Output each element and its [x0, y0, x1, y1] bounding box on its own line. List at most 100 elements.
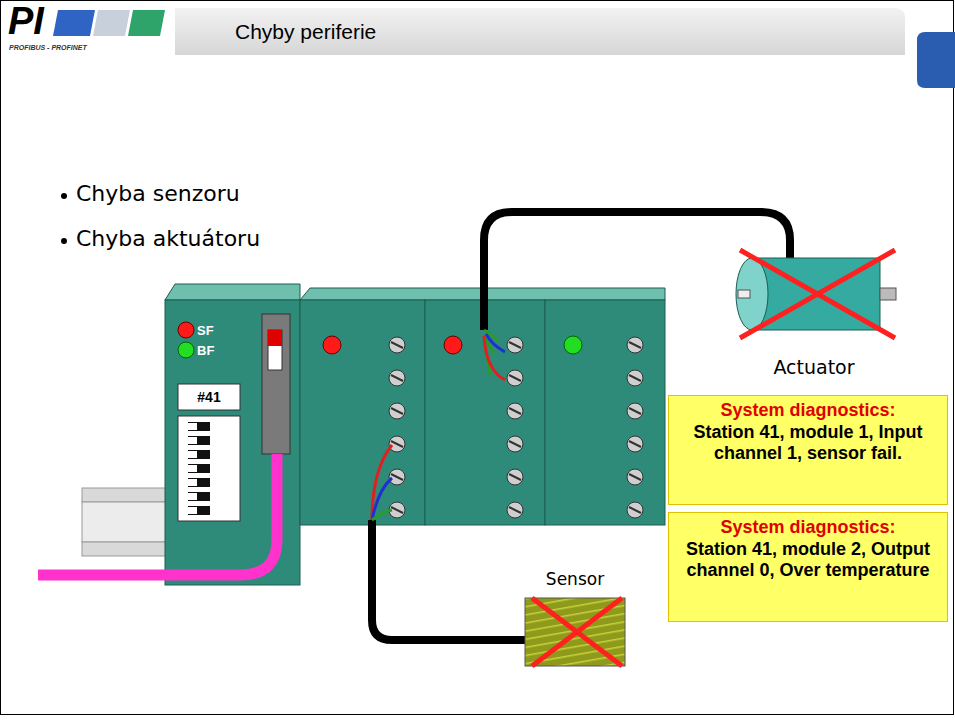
din-rail	[82, 542, 172, 556]
dip-switch	[188, 423, 197, 430]
station-modules	[545, 300, 665, 525]
screw-terminals	[391, 342, 403, 348]
station-modules	[300, 300, 425, 525]
bullet-dot	[61, 238, 67, 244]
actuator-wire	[484, 212, 790, 330]
screw-terminals	[627, 403, 643, 419]
led-label: BF	[197, 343, 214, 358]
screw-terminals	[627, 370, 643, 386]
station-modules	[165, 284, 300, 300]
screw-terminals	[627, 436, 643, 452]
dip-switch	[188, 507, 197, 514]
screw-terminals	[389, 337, 405, 353]
logo-subtitle: PROFIBUS - PROFINET	[9, 44, 87, 51]
dip-switch	[188, 506, 210, 515]
dip-switch	[188, 422, 210, 431]
box-text: Station 41, module 1, Input channel 1, s…	[675, 422, 941, 465]
screw-terminals	[507, 403, 523, 419]
status-led	[178, 322, 582, 358]
dip-switch	[188, 493, 197, 500]
screw-terminals	[509, 375, 521, 381]
sensor-wire	[372, 520, 525, 640]
screw-terminals	[509, 441, 521, 447]
fault-cross	[740, 250, 895, 338]
screw-terminals	[509, 474, 521, 480]
fault-cross	[532, 598, 622, 666]
title-band	[175, 8, 905, 55]
bullet-text: Chyba senzoru	[76, 181, 240, 206]
sensor-coil	[525, 598, 625, 666]
screw-terminals	[627, 469, 643, 485]
logo-blocks	[53, 10, 165, 36]
bus-cable	[38, 454, 277, 575]
screw-terminals	[389, 469, 405, 485]
screw-terminals	[391, 507, 403, 513]
fault-cross	[532, 598, 622, 666]
bullet-dot	[61, 193, 67, 244]
status-led	[178, 342, 194, 358]
screw-terminals	[389, 370, 405, 386]
dip-switch	[188, 479, 197, 486]
actuator-label: Actuator	[773, 356, 854, 378]
sensor-wire	[372, 510, 392, 520]
dip-switch	[188, 437, 197, 444]
screw-terminals	[509, 342, 521, 348]
box-heading: System diagnostics:	[675, 400, 941, 422]
screw-terminals	[629, 474, 641, 480]
station-modules	[165, 284, 665, 585]
screw-terminals	[509, 507, 521, 513]
dip-switch	[178, 416, 240, 521]
din-rail	[82, 502, 172, 542]
bus-plug	[262, 314, 290, 454]
screw-terminals	[389, 436, 405, 452]
dip-switch	[188, 492, 210, 501]
bus-plug	[268, 330, 282, 370]
station-modules	[425, 300, 545, 525]
box-text: Station 41, module 2, Output channel 0, …	[675, 539, 941, 582]
screw-terminals	[391, 375, 403, 381]
status-led	[564, 336, 582, 354]
screw-terminals	[629, 408, 641, 414]
motor-symbol	[880, 288, 896, 300]
station-address: #41	[197, 389, 220, 405]
actuator-wire	[486, 334, 505, 352]
screw-terminals	[509, 408, 521, 414]
screw-terminals	[507, 370, 523, 386]
actuator-wire	[484, 336, 505, 380]
screw-terminals	[389, 403, 405, 419]
screw-terminals	[389, 337, 643, 518]
logo-blocks	[128, 10, 165, 36]
din-rail	[82, 488, 172, 556]
screw-terminals	[629, 441, 641, 447]
sensor-wire	[372, 478, 392, 520]
dip-switch	[188, 450, 210, 459]
logo-blocks	[53, 10, 95, 36]
dip-switch	[188, 436, 210, 445]
bus-cable	[38, 454, 277, 575]
logo-blocks	[93, 10, 130, 36]
bullet-dot	[61, 193, 67, 199]
blue-tab	[917, 32, 955, 88]
screw-terminals	[507, 337, 523, 353]
screw-terminals	[507, 469, 523, 485]
dip-switch	[188, 465, 197, 472]
address-plate	[178, 384, 240, 410]
led-label: SF	[197, 323, 214, 338]
dip-switch	[188, 451, 197, 458]
screw-terminals	[629, 507, 641, 513]
fault-cross	[740, 250, 895, 338]
logo-text: PI	[8, 0, 44, 43]
motor-symbol	[736, 258, 768, 330]
status-led	[444, 336, 462, 354]
box-heading: System diagnostics:	[675, 517, 941, 539]
fault-cross	[740, 250, 895, 338]
bus-plug	[268, 330, 282, 346]
din-rail	[82, 488, 172, 502]
fault-cross	[532, 598, 622, 666]
screw-terminals	[507, 502, 523, 518]
screw-terminals	[391, 408, 403, 414]
screw-terminals	[629, 342, 641, 348]
sensor-label: Sensor	[546, 569, 604, 589]
